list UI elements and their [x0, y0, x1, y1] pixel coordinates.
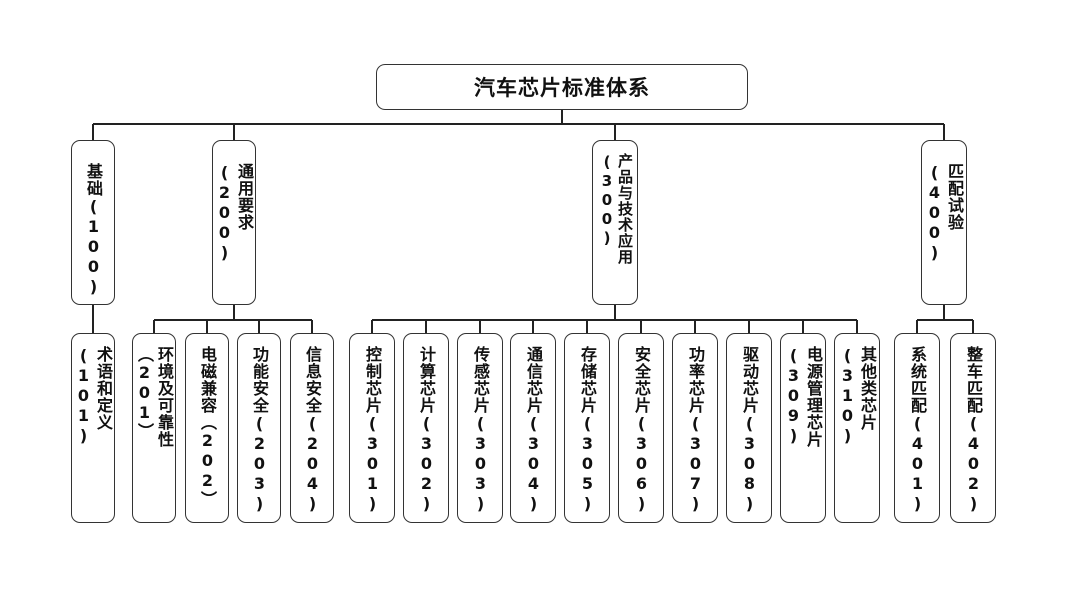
leaf-306: 安全芯片(306)	[618, 333, 664, 523]
category-label: 匹配试验(400)	[925, 163, 964, 263]
leaf-204: 信息安全(204)	[290, 333, 334, 523]
leaf-label: 电磁兼容（202）	[198, 346, 217, 508]
leaf-203: 功能安全(203)	[237, 333, 281, 523]
root-title: 汽车芯片标准体系	[474, 76, 650, 100]
category-general-requirements: 通用要求(200)	[212, 140, 256, 305]
leaf-302: 计算芯片(302)	[403, 333, 449, 523]
leaf-label: 传感芯片(303)	[471, 346, 490, 514]
leaf-309: 电源管理芯片(309)	[780, 333, 826, 523]
leaf-401: 系统匹配(401)	[894, 333, 940, 523]
root-node: 汽车芯片标准体系	[376, 64, 748, 110]
leaf-307: 功率芯片(307)	[672, 333, 718, 523]
leaf-label: 系统匹配(401)	[908, 346, 927, 514]
leaf-101: 术语和定义(101)	[71, 333, 115, 523]
leaf-304: 通信芯片(304)	[510, 333, 556, 523]
leaf-label: 电源管理芯片(309)	[784, 346, 823, 448]
leaf-301: 控制芯片(301)	[349, 333, 395, 523]
leaf-label: 术语和定义(101)	[74, 346, 113, 446]
leaf-label: 存储芯片(305)	[578, 346, 597, 514]
leaf-label: 功率芯片(307)	[686, 346, 705, 514]
leaf-label: 功能安全(203)	[250, 346, 269, 514]
leaf-201: 环境及可靠性（201）	[132, 333, 176, 523]
leaf-label: 环境及可靠性（201）	[135, 346, 174, 448]
leaf-label: 计算芯片(302)	[417, 346, 436, 514]
leaf-label: 驱动芯片(308)	[740, 346, 759, 514]
leaf-label: 安全芯片(306)	[632, 346, 651, 514]
category-matching-tests: 匹配试验(400)	[921, 140, 967, 305]
leaf-label: 信息安全(204)	[303, 346, 322, 514]
leaf-402: 整车匹配(402)	[950, 333, 996, 523]
category-basics: 基础(100)	[71, 140, 115, 305]
category-label: 产品与技术应用(300)	[598, 153, 634, 265]
leaf-label: 通信芯片(304)	[524, 346, 543, 514]
leaf-305: 存储芯片(305)	[564, 333, 610, 523]
category-label: 基础(100)	[84, 163, 103, 297]
leaf-label: 控制芯片(301)	[363, 346, 382, 514]
leaf-label: 整车匹配(402)	[964, 346, 983, 514]
leaf-label: 其他类芯片(310)	[838, 346, 877, 446]
category-label: 通用要求(200)	[215, 163, 254, 263]
leaf-303: 传感芯片(303)	[457, 333, 503, 523]
leaf-308: 驱动芯片(308)	[726, 333, 772, 523]
leaf-310: 其他类芯片(310)	[834, 333, 880, 523]
leaf-202: 电磁兼容（202）	[185, 333, 229, 523]
category-products-applications: 产品与技术应用(300)	[592, 140, 638, 305]
